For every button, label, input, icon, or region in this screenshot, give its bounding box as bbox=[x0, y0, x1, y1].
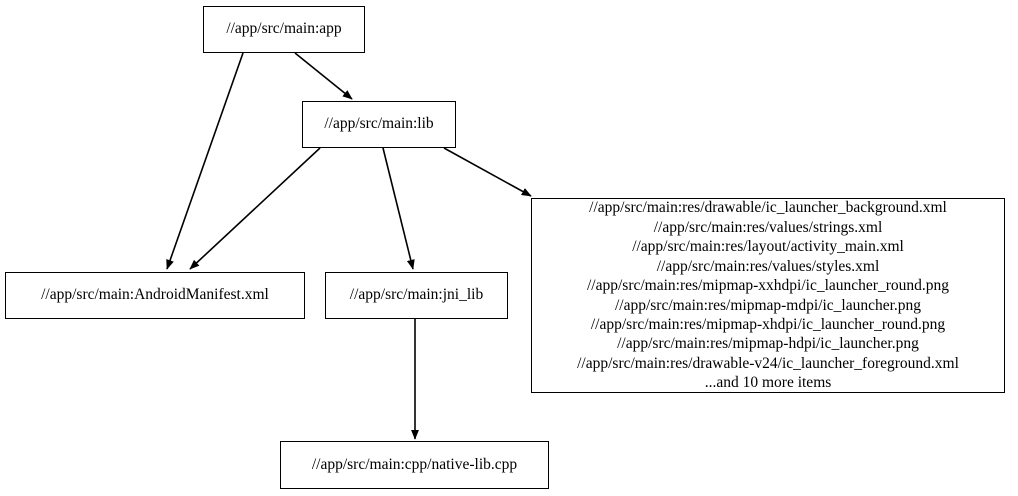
graph-node-res-group[interactable]: //app/src/main:res/drawable/ic_launcher_… bbox=[531, 198, 1005, 393]
graph-node-app-label: //app/src/main:app bbox=[226, 20, 342, 38]
edge-lib-to-jni-lib bbox=[382, 147, 415, 270]
graph-node-res-group-label: //app/src/main:res/drawable/ic_launcher_… bbox=[577, 199, 959, 392]
graph-node-android-manifest[interactable]: //app/src/main:AndroidManifest.xml bbox=[5, 272, 305, 319]
edge-app-to-manifest bbox=[166, 52, 244, 270]
edge-lib-to-res-group bbox=[443, 147, 532, 197]
graph-node-lib[interactable]: //app/src/main:lib bbox=[302, 101, 456, 148]
graph-node-app[interactable]: //app/src/main:app bbox=[203, 6, 365, 53]
graph-node-native-lib-cpp-label: //app/src/main:cpp/native-lib.cpp bbox=[311, 455, 518, 473]
edge-app-to-lib bbox=[294, 52, 353, 100]
graph-node-jni-lib-label: //app/src/main:jni_lib bbox=[349, 286, 484, 304]
graph-node-android-manifest-label: //app/src/main:AndroidManifest.xml bbox=[41, 286, 269, 304]
graph-node-jni-lib[interactable]: //app/src/main:jni_lib bbox=[325, 272, 508, 319]
edge-lib-to-manifest bbox=[189, 147, 321, 270]
graph-node-native-lib-cpp[interactable]: //app/src/main:cpp/native-lib.cpp bbox=[280, 441, 549, 489]
graph-node-lib-label: //app/src/main:lib bbox=[324, 115, 434, 133]
